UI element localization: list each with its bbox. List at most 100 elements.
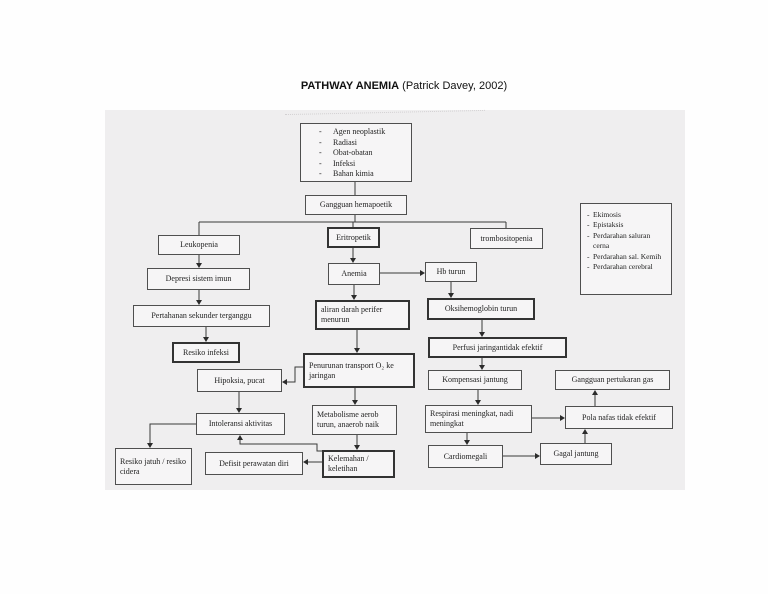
- node-gangguan-pertukaran-gas: Gangguan pertukaran gas: [555, 370, 670, 390]
- node-label: Perfusi jaringantidak efektif: [452, 342, 543, 352]
- bullet-dash: -: [587, 251, 590, 261]
- node-label: Intoleransi aktivitas: [208, 419, 273, 428]
- arrowhead-down: [350, 258, 356, 263]
- list-item: - Infeksi: [307, 159, 408, 170]
- node-label: Resiko jatuh / resiko cidera: [120, 456, 186, 476]
- list-item: -Perdarahan saluran cerna: [587, 231, 668, 252]
- bullet-dash: -: [319, 127, 322, 136]
- arrowhead-down: [448, 293, 454, 298]
- arrowhead-down: [147, 443, 153, 448]
- arrowheads: [147, 258, 598, 465]
- node-kelemahan-keletihan: Kelemahan / keletihan: [322, 450, 395, 478]
- node-label: Gagal jantung: [553, 449, 599, 458]
- bullet-dash: -: [319, 158, 322, 168]
- arrowhead-up: [592, 390, 598, 395]
- node-penurunan-transport-o2: Penurunan transport O₂ ke jaringan: [303, 353, 415, 388]
- node-label: Pertahanan sekunder terganggu: [151, 311, 252, 320]
- node-oksihemoglobin-turun: Oksihemoglobin turun: [427, 298, 535, 320]
- bleeding-label: Ekimosis: [593, 210, 621, 219]
- arrowhead-down: [354, 445, 360, 450]
- node-label: Hipoksia, pucat: [214, 375, 265, 385]
- arrowhead-down: [475, 400, 481, 405]
- bleeding-label: Perdarahan cerebral: [593, 262, 653, 272]
- edge-intoleransi-resikojatuh: [149, 423, 196, 444]
- node-label: Defisit perawatan diri: [219, 458, 289, 468]
- list-item: -Perdarahan sal. Kemih: [587, 252, 668, 262]
- node-label: Leukopenia: [180, 240, 218, 249]
- node-gagal-jantung: Gagal jantung: [540, 443, 612, 465]
- bullet-dash: -: [319, 148, 322, 158]
- node-trombositopenia: trombositopenia: [470, 228, 543, 249]
- node-label: Cardiomegali: [443, 451, 488, 461]
- list-item: - Obat-obatan: [307, 148, 408, 159]
- arrowhead-down: [351, 295, 357, 300]
- node-label: Pola nafas tidak efektif: [582, 412, 656, 422]
- title-credit: (Patrick Davey, 2002): [402, 80, 508, 92]
- list-item: - Bahan kimia: [307, 169, 408, 180]
- bleeding-label: Epistaksis: [593, 220, 624, 230]
- node-causes-list: - Agen neoplastik - Radiasi - Obat-obatan -…: [300, 123, 412, 182]
- cause-label: Radiasi: [333, 137, 357, 147]
- node-metabolisme-aerob: Metabolisme aerob turun, anaerob naik: [312, 405, 397, 435]
- bullet-dash: -: [587, 210, 590, 219]
- node-leukopenia: Leukopenia: [158, 235, 240, 255]
- arrowhead-down: [464, 440, 470, 445]
- node-label: Anemia: [341, 269, 367, 278]
- node-cardiomegali: Cardiomegali: [428, 445, 503, 468]
- title-main: PATHWAY ANEMIA: [300, 80, 400, 92]
- list-item: - Agen neoplastik: [307, 127, 408, 138]
- arrowhead-left: [282, 379, 287, 385]
- arrowhead-down: [196, 300, 202, 305]
- node-pola-nafas: Pola nafas tidak efektif: [565, 406, 673, 429]
- arrowhead-left: [303, 459, 308, 465]
- node-intoleransi-aktivitas: Intoleransi aktivitas: [196, 413, 285, 435]
- node-label: Kompensasi jantung: [442, 375, 508, 384]
- node-resiko-infeksi: Resiko infeksi: [172, 342, 240, 363]
- cause-label: Agen neoplastik: [333, 127, 386, 136]
- node-label: Depresi sistem imun: [165, 274, 232, 283]
- list-item: -Perdarahan cerebral: [587, 262, 668, 272]
- node-defisit-perawatan-diri: Defisit perawatan diri: [205, 452, 303, 475]
- bullet-dash: -: [319, 137, 322, 147]
- node-label: Kelemahan / keletihan: [328, 454, 369, 473]
- cause-label: Bahan kimia: [333, 169, 374, 179]
- list-item: - Radiasi: [307, 138, 408, 149]
- list-item: -Ekimosis: [587, 210, 668, 220]
- node-hb-turun: Hb turun: [425, 262, 477, 282]
- arrowhead-down: [479, 365, 485, 370]
- arrowhead-down: [196, 263, 202, 268]
- node-resiko-jatuh-cidera: Resiko jatuh / resiko cidera: [115, 448, 192, 485]
- node-hipoksia-pucat: Hipoksia, pucat: [197, 369, 282, 392]
- arrowhead-down: [479, 332, 485, 337]
- arrowhead-down: [354, 348, 360, 353]
- arrowhead-up: [237, 435, 243, 440]
- node-depresi-sistem-imun: Depresi sistem imun: [147, 268, 250, 290]
- list-item: -Epistaksis: [587, 220, 668, 230]
- node-gangguan-hemapoetik: Gangguan hemapoetik: [305, 195, 407, 215]
- node-anemia: Anemia: [328, 263, 380, 285]
- edge-kelemahan-intoleransi: [239, 440, 322, 452]
- bleeding-label: Perdarahan sal. Kemih: [593, 251, 662, 261]
- connector-layer: [147, 182, 598, 465]
- bullet-dash: -: [587, 262, 590, 272]
- cause-label: Obat-obatan: [333, 148, 373, 158]
- node-aliran-darah-perifer: aliran darah perifer menurun: [315, 300, 410, 330]
- node-perfusi-jaringan: Perfusi jaringantidak efektif: [428, 337, 567, 358]
- node-respirasi-meningkat: Respirasi meningkat, nadi meningkat: [425, 405, 532, 433]
- bullet-dash: -: [587, 220, 590, 230]
- page-title: PATHWAY ANEMIA (Patrick Davey, 2002): [0, 80, 768, 92]
- cause-label: Infeksi: [333, 158, 356, 168]
- node-label: aliran darah perifer menurun: [321, 305, 383, 324]
- node-pertahanan-sekunder: Pertahanan sekunder terganggu: [133, 305, 270, 327]
- bullet-dash: -: [319, 169, 322, 179]
- node-label: Resiko infeksi: [183, 347, 229, 357]
- arrowhead-right: [535, 453, 540, 459]
- arrowhead-up: [582, 429, 588, 434]
- flowchart-panel: - Agen neoplastik - Radiasi - Obat-obatan -…: [105, 110, 685, 490]
- bullet-dash: -: [587, 230, 590, 240]
- node-label: Hb turun: [436, 267, 466, 276]
- node-label: trombositopenia: [480, 233, 533, 243]
- node-label: Eritropetik: [336, 232, 371, 242]
- arrowhead-down: [203, 337, 209, 342]
